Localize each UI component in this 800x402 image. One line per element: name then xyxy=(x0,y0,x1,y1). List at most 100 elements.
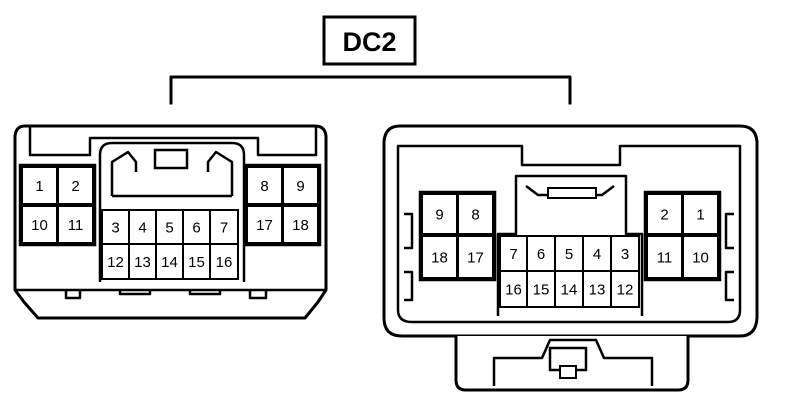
pin-cell xyxy=(457,235,494,279)
pin-cell xyxy=(57,205,94,244)
right-connector-pin-5: 5 xyxy=(554,235,584,272)
connector-bracket xyxy=(169,75,572,105)
pin-label: 18 xyxy=(292,217,309,234)
pin-cell xyxy=(128,209,157,245)
pin-label: 9 xyxy=(296,178,304,195)
right-connector-pin-8: 8 xyxy=(457,193,494,235)
pin-cell xyxy=(21,166,58,205)
right-connector xyxy=(382,124,759,392)
pin-label: 3 xyxy=(111,220,119,237)
left-connector-pin-11: 11 xyxy=(57,205,94,244)
pin-cell xyxy=(57,166,94,205)
left-connector-pin-1: 1 xyxy=(21,166,58,205)
right-connector-pin-9: 9 xyxy=(421,193,458,235)
left-connector-pin-13: 13 xyxy=(128,243,157,280)
right-connector-pin-15: 15 xyxy=(526,270,556,308)
left-connector-pin-17: 17 xyxy=(246,205,283,244)
left-connector-pin-7: 7 xyxy=(209,209,239,245)
pin-label: 16 xyxy=(505,282,522,299)
pin-label: 15 xyxy=(533,282,550,299)
pin-cell xyxy=(101,243,130,280)
right-connector-pin-18: 18 xyxy=(421,235,458,279)
pin-label: 1 xyxy=(696,207,704,224)
pin-label: 8 xyxy=(471,207,479,224)
pin-label: 12 xyxy=(617,282,634,299)
pin-label: 1 xyxy=(35,178,43,195)
pin-cell xyxy=(682,193,719,235)
pin-cell xyxy=(282,166,319,205)
pin-cell xyxy=(610,270,640,308)
pin-cell xyxy=(421,193,458,235)
pin-cell xyxy=(128,243,157,280)
pin-label: 5 xyxy=(565,246,573,263)
right-connector-pin-10: 10 xyxy=(682,235,719,279)
left-connector-pin-15: 15 xyxy=(182,243,211,280)
pin-label: 13 xyxy=(589,282,606,299)
title-box: DC2 xyxy=(322,15,417,66)
pin-label: 11 xyxy=(68,217,84,234)
pin-cell xyxy=(499,270,528,308)
left-connector-pin-4: 4 xyxy=(128,209,157,245)
pin-label: 3 xyxy=(621,246,629,263)
pin-cell xyxy=(209,209,239,245)
left-connector-pin-8: 8 xyxy=(246,166,283,205)
pin-cell xyxy=(182,243,211,280)
pin-label: 10 xyxy=(692,250,709,267)
right-connector-pin-2: 2 xyxy=(646,193,683,235)
right-connector-pin-3: 3 xyxy=(610,235,640,272)
pin-label: 4 xyxy=(593,246,601,263)
right-connector-pin-7: 7 xyxy=(499,235,528,272)
left-connector-pin-9: 9 xyxy=(282,166,319,205)
pin-label: 2 xyxy=(71,178,79,195)
left-connector-pin-16: 16 xyxy=(209,243,239,280)
pin-label: 2 xyxy=(660,207,668,224)
left-connector-pin-6: 6 xyxy=(182,209,211,245)
left-connector-pin-2: 2 xyxy=(57,166,94,205)
diagram-title: DC2 xyxy=(342,27,396,57)
pin-cell xyxy=(209,243,239,280)
right-connector-pin-14: 14 xyxy=(554,270,584,308)
right-connector-pin-1: 1 xyxy=(682,193,719,235)
pin-label: 6 xyxy=(537,246,545,263)
pin-label: 7 xyxy=(509,246,517,263)
pin-label: 4 xyxy=(138,220,146,237)
pin-label: 14 xyxy=(161,254,178,271)
pin-cell xyxy=(282,205,319,244)
pin-label: 8 xyxy=(260,178,268,195)
right-connector-pin-13: 13 xyxy=(582,270,612,308)
pin-label: 17 xyxy=(256,217,273,234)
pin-label: 9 xyxy=(435,207,443,224)
left-connector-pin-12: 12 xyxy=(101,243,130,280)
pin-cell xyxy=(457,193,494,235)
left-connector-pin-5: 5 xyxy=(155,209,184,245)
left-connector-pin-18: 18 xyxy=(282,205,319,244)
pin-cell xyxy=(21,205,58,244)
pin-label: 5 xyxy=(165,220,173,237)
left-connector-pin-3: 3 xyxy=(101,209,130,245)
pin-cell xyxy=(646,235,683,279)
pin-label: 13 xyxy=(134,254,151,271)
pin-label: 7 xyxy=(220,220,228,237)
pin-label: 17 xyxy=(467,250,484,267)
pin-cell xyxy=(682,235,719,279)
right-connector-pin-11: 11 xyxy=(646,235,683,279)
right-connector-pin-4: 4 xyxy=(582,235,612,272)
right-connector-pin-16: 16 xyxy=(499,270,528,308)
pin-label: 6 xyxy=(192,220,200,237)
right-connector-pin-12: 12 xyxy=(610,270,640,308)
pin-label: 15 xyxy=(188,254,205,271)
pin-label: 18 xyxy=(431,250,448,267)
pin-cell xyxy=(646,193,683,235)
pin-label: 11 xyxy=(657,250,673,267)
right-connector-pin-17: 17 xyxy=(457,235,494,279)
right-connector-pin-6: 6 xyxy=(526,235,556,272)
pin-label: 16 xyxy=(216,254,233,271)
pin-label: 14 xyxy=(561,282,578,299)
left-connector-pin-14: 14 xyxy=(155,243,184,280)
pin-label: 10 xyxy=(31,217,48,234)
pin-label: 12 xyxy=(107,254,124,271)
pin-cell xyxy=(554,270,584,308)
left-connector-pin-10: 10 xyxy=(21,205,58,244)
